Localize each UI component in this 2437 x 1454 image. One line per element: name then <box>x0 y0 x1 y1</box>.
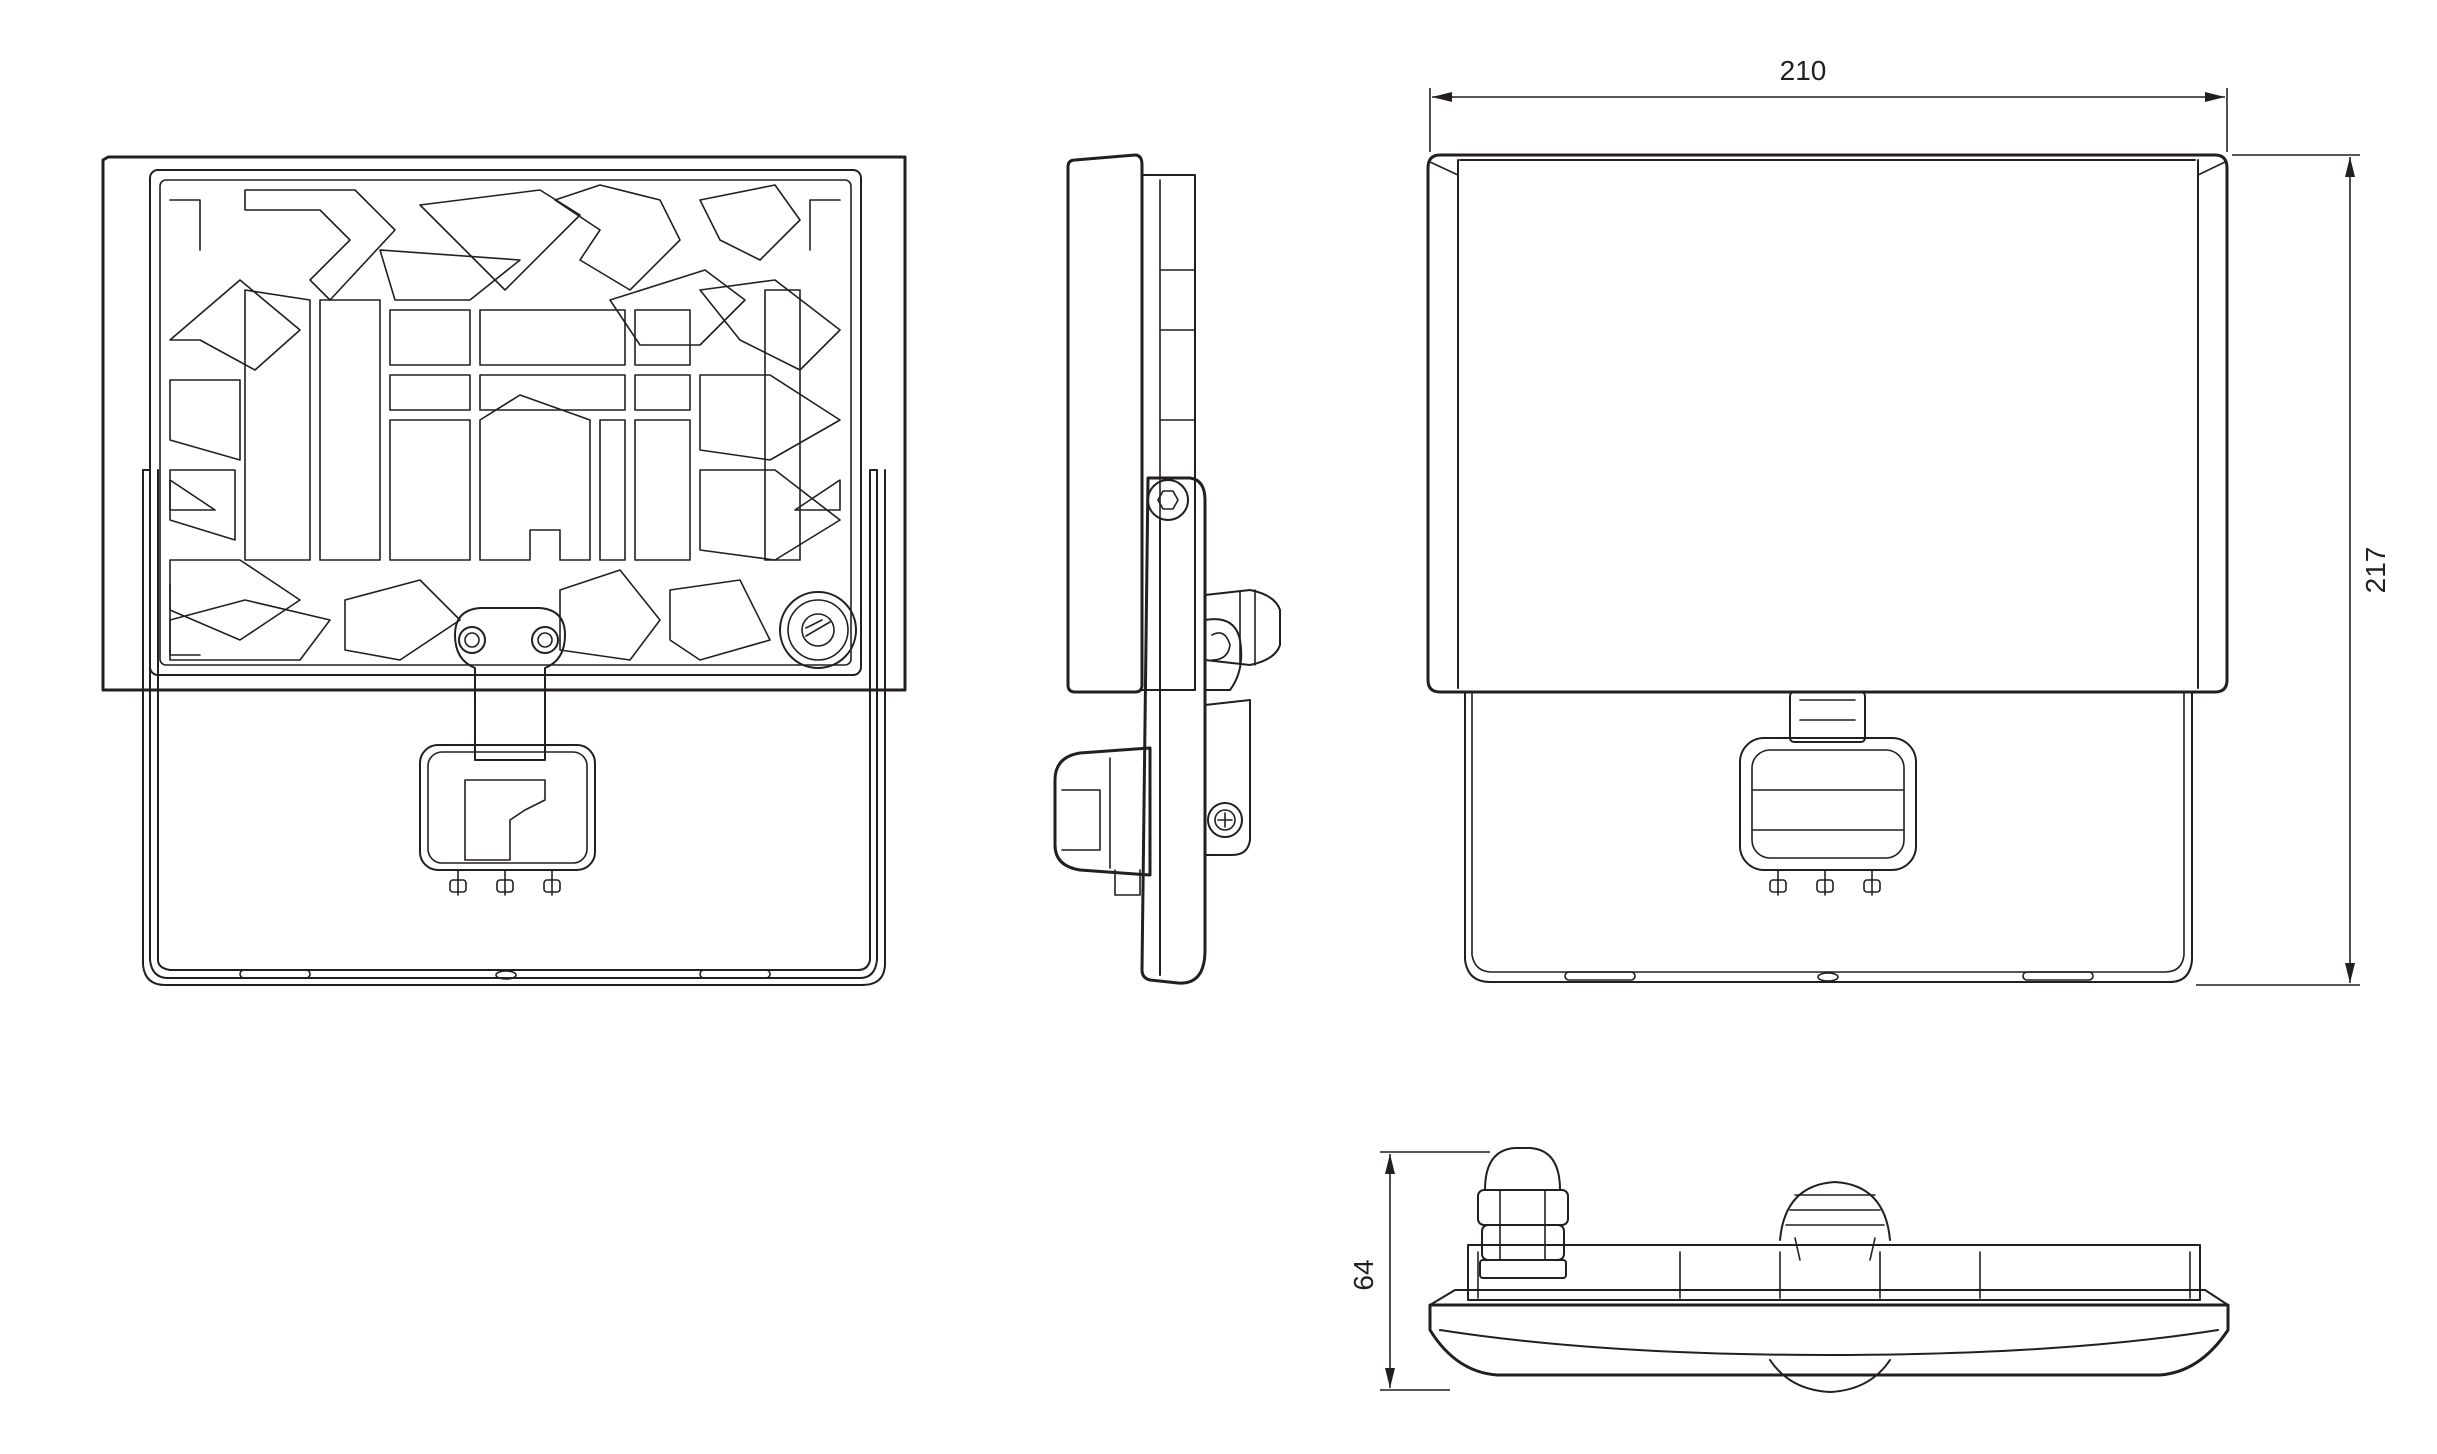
side-housing <box>1066 153 1144 694</box>
front-sensor <box>1739 691 1917 896</box>
depth-dimension: 64 <box>1348 1151 1490 1391</box>
side-view <box>1053 153 1281 985</box>
side-bracket <box>1140 476 1207 985</box>
top-front-frame <box>1428 1303 2230 1377</box>
front-bracket <box>1464 691 2193 983</box>
width-dimension: 210 <box>1429 55 2228 152</box>
front-view: 210 <box>1426 55 2391 986</box>
front-housing <box>1426 153 2229 694</box>
rear-fin-frame <box>149 169 862 676</box>
rear-view <box>101 155 907 986</box>
top-view: 64 <box>1348 1147 2230 1393</box>
bracket-left-arm <box>142 469 878 979</box>
top-rear-body <box>1467 1244 2201 1301</box>
hex-bolt-icon <box>1147 479 1189 521</box>
top-cable-gland <box>1477 1147 1569 1279</box>
side-sensor <box>1053 746 1152 877</box>
cooling-fins <box>169 184 841 661</box>
sensor-mount <box>454 607 566 761</box>
cable-gland-icon <box>779 591 857 669</box>
width-label: 210 <box>1780 55 1827 86</box>
pir-sensor <box>419 744 596 896</box>
height-dimension: 217 <box>2196 154 2391 986</box>
top-sensor-dome <box>1779 1181 1891 1261</box>
depth-label: 64 <box>1348 1259 1379 1290</box>
rear-housing-outline <box>101 155 907 692</box>
height-label: 217 <box>2360 547 2391 594</box>
